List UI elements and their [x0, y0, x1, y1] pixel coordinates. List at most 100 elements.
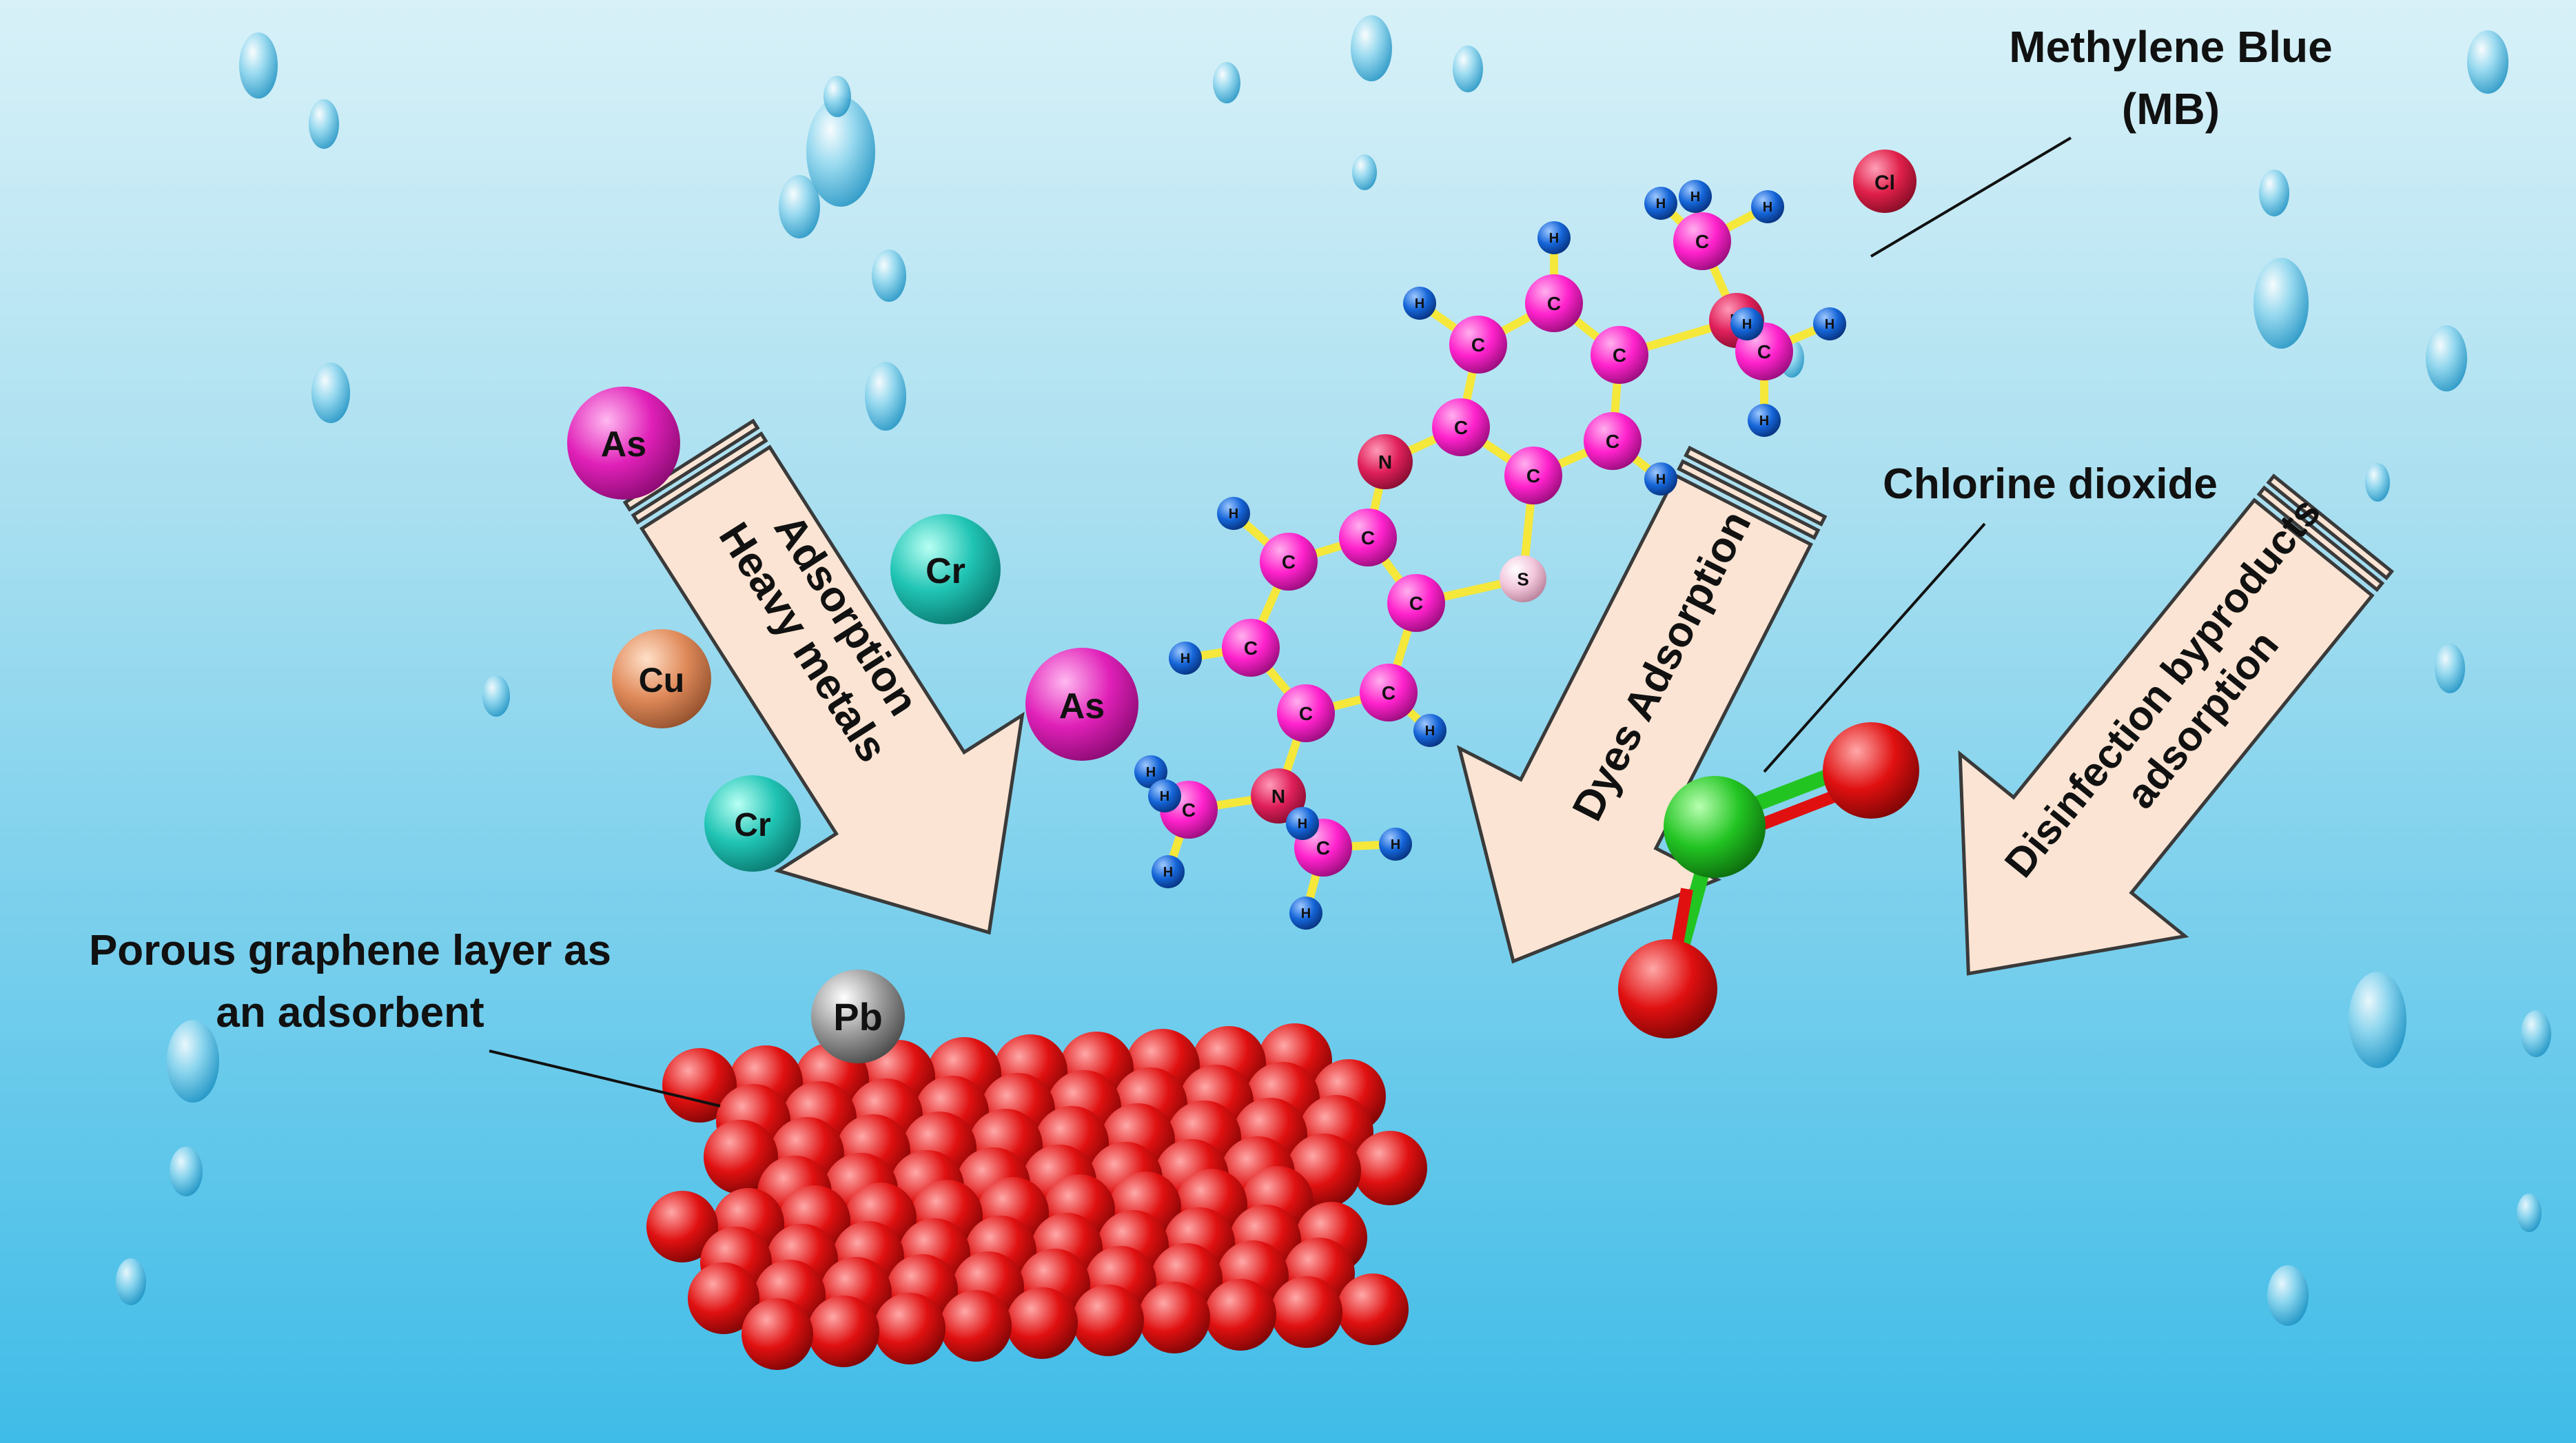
water-droplets — [116, 15, 2551, 1326]
svg-text:C: C — [1471, 334, 1485, 356]
clo2-chlorine-atom — [1664, 776, 1766, 878]
svg-text:H: H — [1298, 817, 1307, 832]
mb-carbon-atom: C — [1339, 509, 1397, 566]
svg-text:H: H — [1656, 472, 1666, 487]
svg-text:C: C — [1526, 465, 1540, 487]
methylene-blue-molecule: CCCCCCNSCCCCCCNNCCCCHHHHHHHHHHHHHHHHHH — [1134, 180, 1846, 930]
mb-hydrogen-atom: H — [1679, 180, 1712, 213]
chloride-ion: Cl — [1853, 150, 1916, 213]
mb-hydrogen-atom: H — [1748, 404, 1781, 437]
mb-hydrogen-atom: H — [1813, 307, 1846, 340]
mb-hydrogen-atom: H — [1379, 828, 1412, 861]
water-droplet — [806, 96, 875, 207]
svg-text:C: C — [1757, 341, 1771, 362]
water-droplet — [1352, 154, 1377, 190]
graphene-leader-line — [489, 1050, 721, 1107]
water-droplet — [482, 675, 510, 717]
water-droplet — [116, 1258, 146, 1305]
svg-text:Cr: Cr — [926, 551, 965, 591]
graphene-atom — [1271, 1276, 1342, 1348]
chlorine-dioxide-leader-line — [1763, 522, 1986, 773]
arsenic-ion-bottom: As — [1025, 648, 1138, 761]
mb-nitrogen-atom: N — [1251, 768, 1306, 823]
svg-text:H: H — [1690, 190, 1700, 205]
graphene-atom — [704, 1120, 778, 1194]
svg-text:H: H — [1742, 317, 1752, 332]
graphene-atom — [688, 1262, 759, 1334]
graphene-sheet — [646, 1023, 1427, 1370]
mb-hydrogen-atom: H — [1134, 755, 1167, 788]
mb-hydrogen-atom: H — [1751, 190, 1784, 223]
mb-carbon-atom: C — [1525, 274, 1583, 332]
graphene-atom — [662, 1048, 737, 1123]
svg-text:H: H — [1549, 231, 1559, 246]
water-droplet — [1213, 62, 1240, 103]
svg-text:H: H — [1425, 724, 1435, 739]
mb-carbon-atom: C — [1260, 533, 1318, 591]
svg-text:C: C — [1244, 637, 1258, 659]
graphene-atom — [1337, 1273, 1409, 1345]
mb-hydrogen-atom: H — [1537, 221, 1571, 254]
svg-text:C: C — [1454, 417, 1468, 438]
graphene-atom — [940, 1290, 1012, 1362]
lead-ion: Pb — [811, 970, 905, 1063]
mb-carbon-atom: C — [1387, 574, 1445, 632]
graphene-atom — [874, 1293, 945, 1364]
water-droplet — [865, 362, 906, 431]
graphene-atom — [808, 1296, 879, 1367]
svg-text:As: As — [601, 424, 646, 464]
clo2-oxygen-right — [1823, 722, 1919, 819]
svg-text:C: C — [1316, 837, 1330, 859]
mb-nitrogen-atom: N — [1358, 434, 1413, 489]
mb-hydrogen-atom: H — [1413, 714, 1447, 747]
svg-text:C: C — [1361, 527, 1375, 549]
svg-text:H: H — [1759, 413, 1769, 429]
graphene-atom — [742, 1298, 813, 1370]
svg-text:S: S — [1517, 569, 1529, 589]
water-droplet — [779, 175, 820, 238]
mb-carbon-atom: C — [1449, 316, 1507, 373]
svg-text:H: H — [1301, 906, 1311, 921]
arsenic-ion-top: As — [567, 387, 680, 500]
mb-hydrogen-atom: H — [1289, 897, 1322, 930]
svg-text:H: H — [1656, 196, 1666, 212]
water-droplet — [1453, 45, 1483, 92]
svg-text:C: C — [1409, 593, 1423, 614]
water-droplet — [2517, 1194, 2542, 1232]
mb-hydrogen-atom: H — [1644, 187, 1677, 220]
methylene-blue-leader-line — [1870, 136, 2072, 258]
water-droplet — [2267, 1265, 2309, 1326]
svg-text:H: H — [1163, 865, 1173, 880]
mb-hydrogen-atom: H — [1730, 307, 1764, 340]
svg-text:Cl: Cl — [1874, 172, 1895, 194]
svg-text:H: H — [1146, 765, 1156, 780]
svg-text:H: H — [1415, 296, 1424, 311]
water-droplet — [2365, 463, 2390, 502]
water-droplet — [309, 99, 339, 149]
water-droplet — [170, 1147, 203, 1196]
graphene-atom — [646, 1191, 718, 1262]
svg-text:C: C — [1547, 293, 1561, 314]
mb-carbon-atom: C — [1360, 664, 1418, 722]
mb-carbon-atom: C — [1584, 412, 1642, 470]
water-droplet — [239, 32, 278, 99]
mb-carbon-atom: C — [1432, 398, 1490, 456]
mb-carbon-atom: C — [1673, 212, 1731, 270]
graphene-atom — [1205, 1279, 1276, 1351]
mb-sulfur-atom: S — [1500, 555, 1546, 602]
graphene-atom — [1138, 1282, 1210, 1353]
svg-text:H: H — [1391, 837, 1400, 852]
graphene-label-line2: an adsorbent — [216, 989, 484, 1036]
chlorine-dioxide-molecule — [1618, 722, 1919, 1038]
mb-hydrogen-atom: H — [1169, 642, 1202, 675]
mb-hydrogen-atom: H — [1152, 855, 1185, 888]
svg-text:H: H — [1229, 506, 1238, 522]
svg-text:C: C — [1695, 231, 1709, 252]
water-droplet — [2467, 30, 2508, 94]
svg-text:C: C — [1606, 431, 1619, 452]
graphene-atom — [1006, 1287, 1078, 1359]
svg-text:N: N — [1271, 786, 1285, 807]
graphene-atom — [1072, 1285, 1144, 1356]
svg-text:Cr: Cr — [734, 807, 770, 843]
